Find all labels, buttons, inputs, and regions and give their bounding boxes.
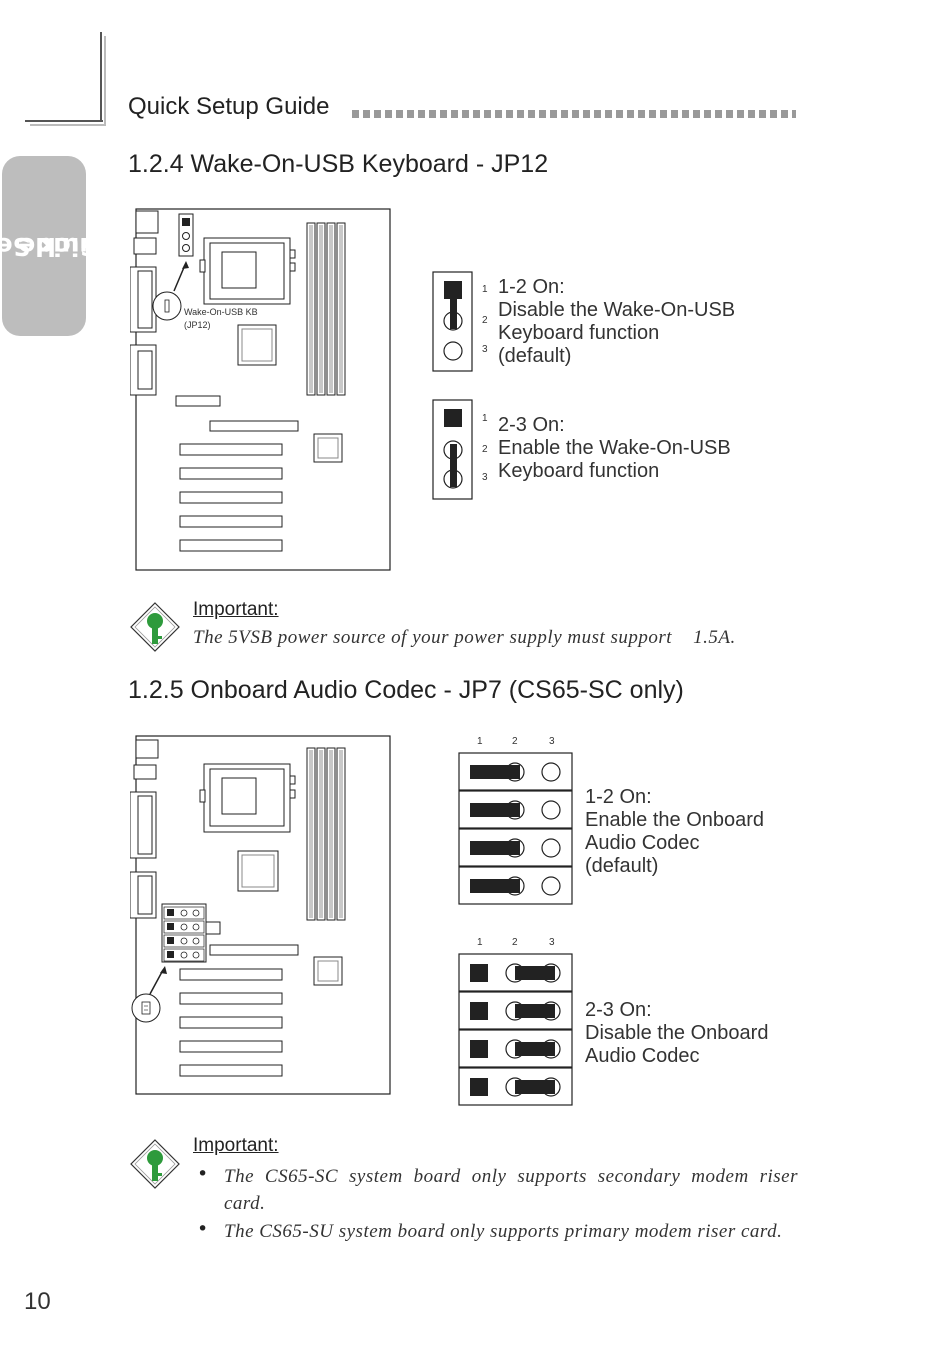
important-bullet-1: The CS65-SC system board only supports s… — [224, 1166, 798, 1214]
jumper-jp12-setting-23 — [432, 399, 473, 500]
jp7-setting-a-line3: Audio Codec — [585, 832, 700, 854]
jumper-jp7-setting-23 — [458, 953, 573, 1106]
pin-1-label-a: 1 — [482, 284, 488, 295]
jp12-setting-b-line1: 2-3 On: — [498, 414, 565, 436]
corner-mark-h — [25, 120, 103, 122]
board-diagram-jp7 — [130, 735, 391, 1095]
important-bullet-2: The CS65-SU system board only supports p… — [224, 1221, 783, 1242]
jp12-setting-a-line4: (default) — [498, 345, 572, 367]
pin-3-label-a: 3 — [482, 344, 488, 355]
corner-mark-v — [100, 32, 102, 122]
jumper-jp12-setting-12 — [432, 271, 473, 372]
important-text-1: The 5VSB power source of your power supp… — [193, 627, 736, 648]
jp12-setting-a-line2: Disable the Wake-On-USB — [498, 299, 736, 321]
jp12-board-label: Wake-On-USB KB — [184, 307, 258, 317]
corner-mark-shadow-h — [30, 124, 106, 126]
page-header-title: Quick Setup Guide — [128, 93, 330, 120]
jp7-setting-a-line4: (default) — [585, 855, 659, 877]
jp7-setting-b-line2: Disable the Onboard — [585, 1022, 769, 1044]
pin-1-label-b: 1 — [482, 413, 488, 424]
jp12-setting-b-line2: Enable the Wake-On-USB — [498, 437, 731, 459]
jp7-pin-3-header-b: 3 — [549, 937, 555, 948]
bullet-marker-1: • — [197, 1163, 209, 1185]
side-tab-line2: Guide — [18, 232, 100, 261]
jp7-setting-a-line2: Enable the Onboard — [585, 809, 765, 831]
pin-3-label-b: 3 — [482, 472, 488, 483]
jp12-setting-b-line3: Keyboard function — [498, 460, 660, 482]
jp7-setting-b-line1: 2-3 On: — [585, 999, 652, 1021]
corner-mark-shadow-v — [104, 36, 106, 126]
section-title-jp12: 1.2.4 Wake-On-USB Keyboard - JP12 — [128, 150, 549, 178]
side-tab — [2, 156, 86, 336]
jp12-setting-a-line1: 1-2 On: — [498, 276, 565, 298]
important-title-2: Important: — [193, 1135, 279, 1156]
jp7-pin-2-header-b: 2 — [512, 937, 518, 948]
jp7-pin-1-header-a: 1 — [477, 736, 483, 747]
header-dotted-rule — [352, 110, 796, 118]
jp7-setting-a-line1: 1-2 On: — [585, 786, 652, 808]
jp7-pin-1-header-b: 1 — [477, 937, 483, 948]
key-icon — [130, 602, 180, 652]
page-number: 10 — [24, 1288, 51, 1315]
pin-2-label-b: 2 — [482, 444, 488, 455]
bullet-marker-2: • — [197, 1218, 209, 1240]
section-title-jp7: 1.2.5 Onboard Audio Codec - JP7 (CS65-SC… — [128, 676, 684, 704]
pin-2-label-a: 2 — [482, 315, 488, 326]
jp7-pin-2-header-a: 2 — [512, 736, 518, 747]
key-icon — [130, 1139, 180, 1189]
jp7-setting-b-line3: Audio Codec — [585, 1045, 700, 1067]
board-diagram-jp12 — [130, 208, 391, 571]
jumper-jp7-setting-12 — [458, 752, 573, 905]
jp12-board-label-2: (JP12) — [184, 320, 211, 330]
jp12-setting-a-line3: Keyboard function — [498, 322, 660, 344]
jp7-pin-3-header-a: 3 — [549, 736, 555, 747]
important-title-1: Important: — [193, 599, 279, 620]
